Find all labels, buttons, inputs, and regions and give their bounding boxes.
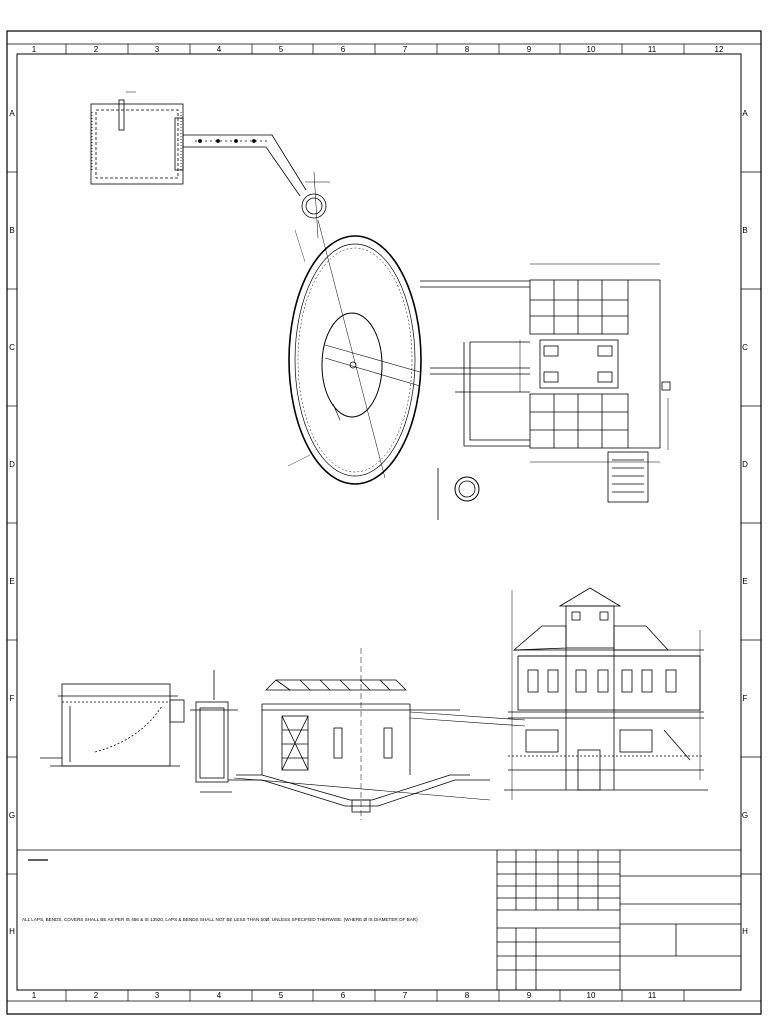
- col-label-bottom-8: 8: [465, 991, 470, 1000]
- col-label-bottom-9: 9: [527, 991, 532, 1000]
- col-label-top-7: 7: [403, 45, 408, 54]
- col-label-top-9: 9: [527, 45, 532, 54]
- row-label-right-g: G: [742, 811, 748, 820]
- col-label-bottom-6: 6: [341, 991, 346, 1000]
- row-label-left-a: A: [9, 109, 15, 118]
- channel-to-chamber: [183, 134, 307, 197]
- row-label-left-d: D: [9, 460, 15, 469]
- row-label-right-d: D: [742, 460, 748, 469]
- col-label-top-6: 6: [341, 45, 346, 54]
- inlet-tank-plan: [90, 91, 184, 185]
- filter-house-plan: [519, 263, 671, 503]
- row-label-left-c: C: [9, 343, 15, 352]
- row-label-right-c: C: [742, 343, 748, 352]
- row-label-right-e: E: [742, 577, 747, 586]
- col-label-bottom-7: 7: [403, 991, 408, 1000]
- row-label-right-f: F: [743, 694, 748, 703]
- col-label-top-10: 10: [587, 45, 596, 54]
- tank-section: [40, 683, 185, 767]
- col-label-bottom-4: 4: [217, 991, 222, 1000]
- row-label-right-h: H: [742, 927, 748, 936]
- outlet-pipes: [420, 280, 530, 520]
- clarifier-section: [228, 648, 526, 820]
- col-label-bottom-11: 11: [648, 991, 657, 1000]
- col-label-top-12: 12: [715, 45, 724, 54]
- row-label-right-b: B: [742, 226, 747, 235]
- row-label-left-b: B: [9, 226, 14, 235]
- row-zone-ticks: [7, 171, 761, 875]
- col-label-bottom-5: 5: [279, 991, 284, 1000]
- row-label-right-a: A: [742, 109, 748, 118]
- row-label-left-h: H: [9, 927, 15, 936]
- inner-border: [16, 53, 742, 991]
- col-label-bottom-2: 2: [94, 991, 99, 1000]
- col-label-top-2: 2: [94, 45, 99, 54]
- filter-house-elevation: [504, 587, 708, 800]
- distribution-chamber: [301, 171, 330, 239]
- col-label-top-3: 3: [155, 45, 160, 54]
- col-label-bottom-3: 3: [155, 991, 160, 1000]
- clarifier-plan: [287, 219, 422, 485]
- row-label-left-e: E: [9, 577, 14, 586]
- column-zone-ticks: [65, 44, 685, 1001]
- col-label-top-1: 1: [32, 45, 37, 54]
- col-label-top-8: 8: [465, 45, 470, 54]
- col-label-bottom-10: 10: [587, 991, 596, 1000]
- general-note: ALL LAPS, BENDS, COVERS SHALL BE AS PER …: [22, 917, 418, 922]
- row-label-left-g: G: [9, 811, 15, 820]
- title-block: [17, 849, 741, 990]
- chamber-section: [190, 670, 238, 793]
- col-label-top-4: 4: [217, 45, 222, 54]
- col-label-top-11: 11: [648, 45, 657, 54]
- col-label-bottom-1: 1: [32, 991, 37, 1000]
- outer-border: [6, 30, 762, 1015]
- col-label-top-5: 5: [279, 45, 284, 54]
- row-label-left-f: F: [10, 694, 15, 703]
